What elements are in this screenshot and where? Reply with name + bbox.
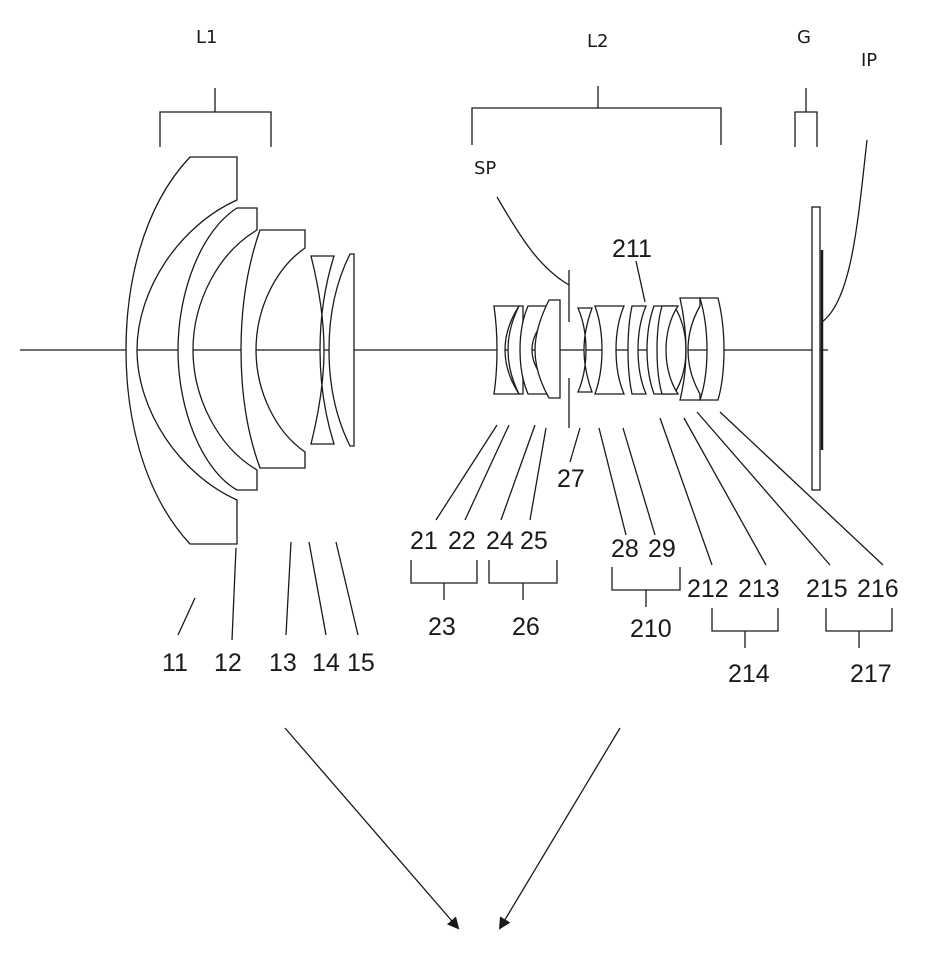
ref-11: 11 xyxy=(162,649,188,677)
leader-24 xyxy=(500,424,536,521)
label-ip: IP xyxy=(861,50,877,71)
lens-15 xyxy=(328,253,355,447)
leader-211 xyxy=(635,260,646,303)
leader-13 xyxy=(285,541,292,636)
l2-bracket xyxy=(471,86,722,145)
ref-23: 23 xyxy=(428,613,456,641)
ref-28: 28 xyxy=(611,535,639,563)
ref-212: 212 xyxy=(687,575,729,603)
lens-13 xyxy=(240,229,306,469)
glass-block xyxy=(811,206,821,491)
ref-24: 24 xyxy=(486,527,514,555)
ref-13: 13 xyxy=(269,649,297,677)
lens-12 xyxy=(177,207,258,491)
label-sp: SP xyxy=(474,158,496,179)
leader-215 xyxy=(696,411,831,566)
ref-14: 14 xyxy=(312,649,340,677)
ref-21: 21 xyxy=(410,527,438,555)
l1-bracket xyxy=(159,88,272,147)
lens-28 xyxy=(577,307,593,393)
arrow-left xyxy=(284,727,460,930)
leader-28 xyxy=(598,427,627,536)
leader-27 xyxy=(569,427,581,463)
ref-211: 211 xyxy=(612,235,652,263)
ref-214: 214 xyxy=(728,660,770,688)
lens-216 xyxy=(699,297,725,401)
ref-25: 25 xyxy=(520,527,548,555)
label-l2: L2 xyxy=(587,31,608,52)
lens-211 xyxy=(627,305,647,395)
ref-210: 210 xyxy=(630,615,672,643)
ref-215: 215 xyxy=(806,575,848,603)
ref-15: 15 xyxy=(347,649,375,677)
lens-25 xyxy=(534,299,561,399)
leader-15 xyxy=(335,541,359,636)
ref-12: 12 xyxy=(214,649,242,677)
lens-22 xyxy=(507,305,524,395)
leader-213 xyxy=(683,417,767,566)
ref-27: 27 xyxy=(557,465,585,493)
ip-leader xyxy=(821,139,868,323)
g-bracket xyxy=(794,88,818,147)
lens-29 xyxy=(594,305,625,395)
ref-22: 22 xyxy=(448,527,476,555)
label-l1: L1 xyxy=(196,27,217,48)
bracket-26 xyxy=(488,560,558,600)
lens-11 xyxy=(125,156,238,545)
lens-14 xyxy=(310,255,335,445)
leader-14 xyxy=(308,541,327,636)
leader-29 xyxy=(622,427,656,536)
lens-215 xyxy=(679,297,701,401)
sp-leader xyxy=(496,196,570,286)
ref-216: 216 xyxy=(857,575,899,603)
bracket-214 xyxy=(711,608,779,648)
bracket-217 xyxy=(825,608,893,648)
leader-12 xyxy=(231,547,237,641)
arrow-right xyxy=(498,727,621,930)
leader-11 xyxy=(177,597,196,636)
ref-29: 29 xyxy=(648,535,676,563)
label-g: G xyxy=(797,27,811,48)
leader-25 xyxy=(529,427,547,521)
ref-217: 217 xyxy=(850,660,892,688)
bracket-23 xyxy=(410,560,478,600)
ref-213: 213 xyxy=(738,575,780,603)
leader-22 xyxy=(464,424,510,521)
leader-216 xyxy=(719,411,884,566)
leader-212 xyxy=(659,417,713,566)
ref-26: 26 xyxy=(512,613,540,641)
leader-21 xyxy=(435,424,498,521)
lens-213 xyxy=(656,305,680,395)
bracket-210 xyxy=(611,567,681,607)
